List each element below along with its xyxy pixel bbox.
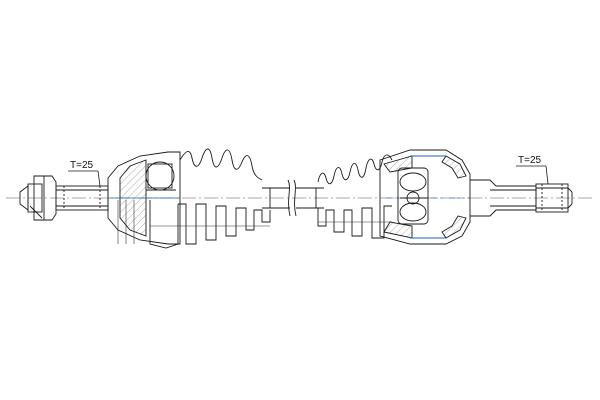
inner-boot-lower (317, 205, 392, 239)
left-spline-callout: T=25 (68, 160, 101, 187)
inner-boot-upper (317, 154, 393, 185)
inner-tripod-joint-housing (379, 149, 471, 245)
outer-joint-ball-cage (145, 161, 176, 191)
outer-cv-joint-housing (107, 151, 181, 245)
right-spline-end (535, 183, 573, 213)
intermediate-shaft (262, 179, 324, 217)
right-spline-label: T=25 (518, 155, 542, 166)
right-spline-callout: T=25 (516, 155, 549, 185)
left-threaded-end (19, 175, 57, 221)
left-spline-label: T=25 (70, 160, 94, 171)
outer-boot-upper (179, 148, 263, 181)
tripod-spider (397, 167, 429, 225)
outer-boot-lower (149, 200, 271, 249)
